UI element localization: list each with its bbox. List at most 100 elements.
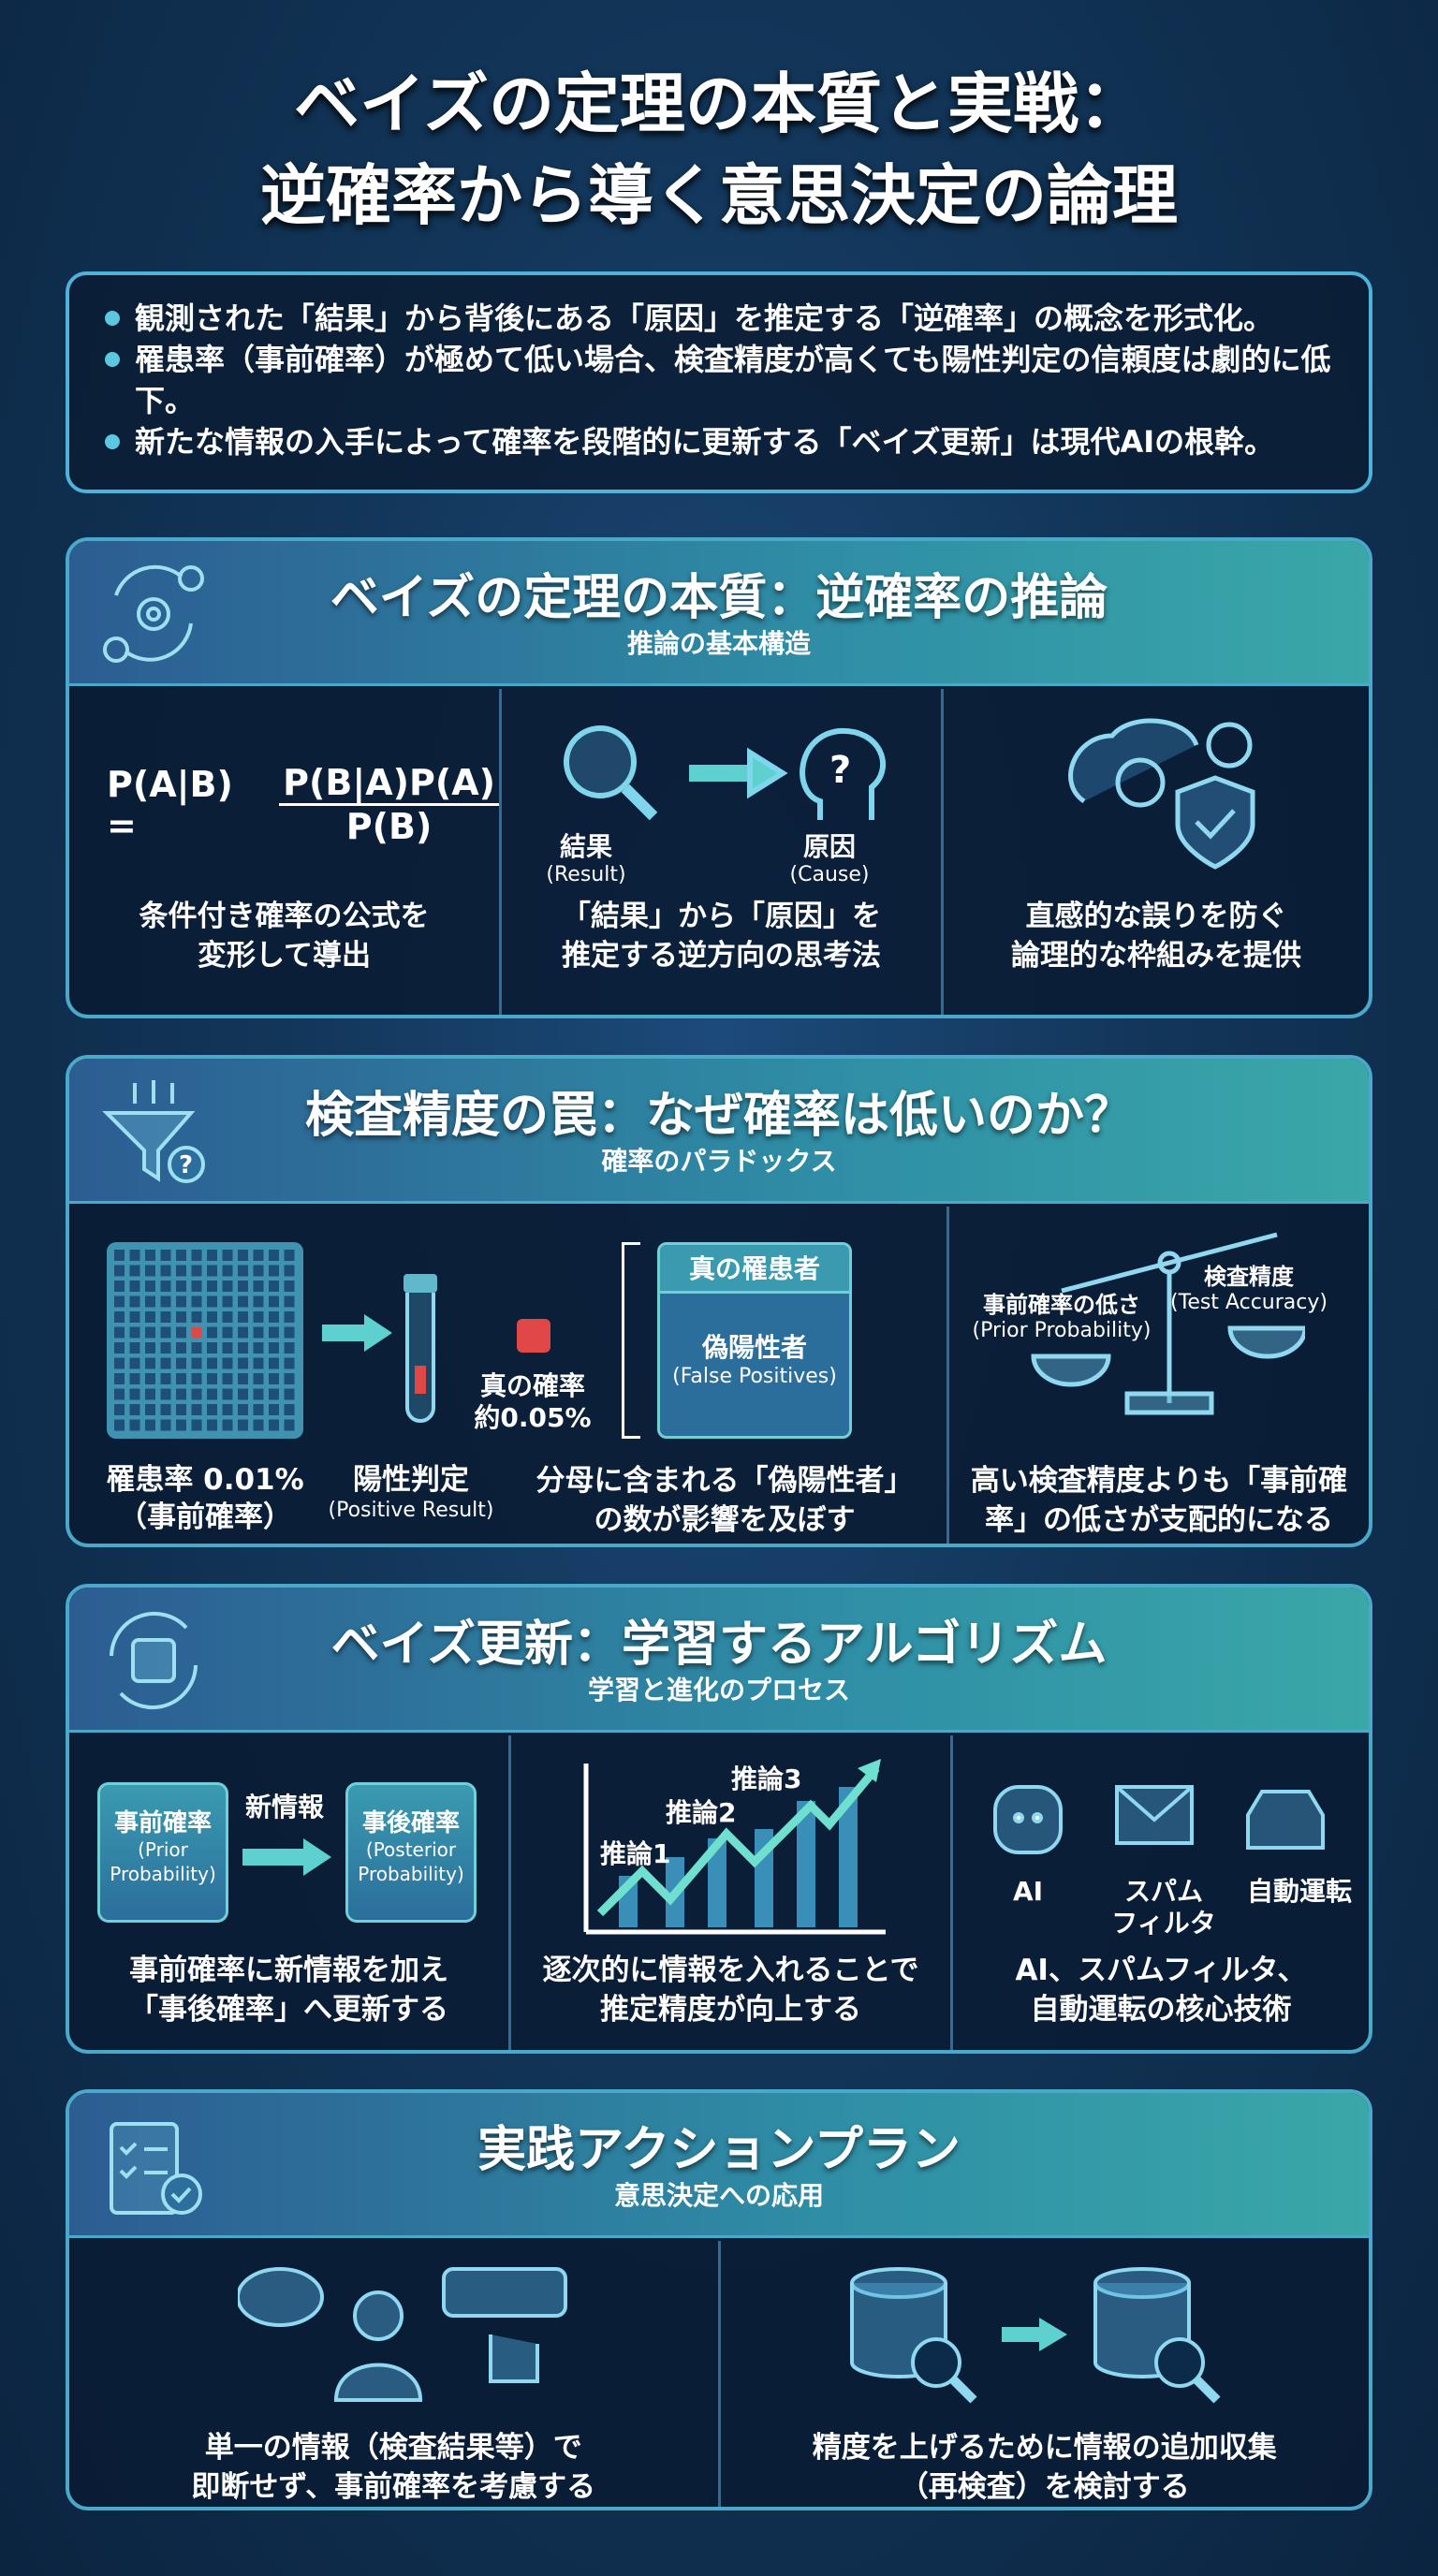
population-cell: [191, 1342, 202, 1354]
gear-cycle-icon: [103, 564, 204, 663]
population-cell: [160, 1311, 171, 1323]
population-cell: [160, 1342, 171, 1354]
population-cell: [160, 1404, 171, 1415]
population-cell: [160, 1388, 171, 1400]
population-cell: [253, 1342, 264, 1354]
population-cell: [114, 1250, 125, 1261]
population-cell: [191, 1281, 202, 1292]
population-cell: [176, 1295, 186, 1308]
population-cell: [253, 1311, 264, 1323]
population-cell: [284, 1419, 295, 1431]
panel-paradox: 真の確率約0.05% 真の罹患者 偽陽性者 (False Positives) …: [69, 1207, 949, 1544]
population-cell: [176, 1404, 186, 1415]
person-scale-button-icon: [238, 2267, 567, 2402]
population-cell: [238, 1404, 248, 1415]
population-cell: [269, 1404, 279, 1415]
population-cell: [207, 1404, 217, 1415]
summary-item: 新たな情報の入手によって確率を段階的に更新する「ベイズ更新」は現代AIの根幹。: [103, 421, 1335, 462]
population-cell: [253, 1265, 264, 1277]
population-cell: [284, 1281, 295, 1292]
population-cell: [207, 1357, 217, 1369]
prior-box: 事前確率(Prior Probability): [97, 1782, 228, 1923]
population-cell: [191, 1357, 202, 1369]
bracket: [622, 1242, 640, 1439]
population-cell: [207, 1342, 217, 1354]
brain-gear-shield-icon: [1068, 718, 1255, 870]
population-cell: [284, 1388, 295, 1400]
population-cell: [207, 1419, 217, 1431]
panel-inverse: ? 結果(Result) 原因(Cause) 「結果」から「原因」を 推定する逆…: [502, 689, 944, 1015]
population-cell: [114, 1326, 125, 1339]
population-cell: [145, 1250, 155, 1261]
population-cell: [176, 1388, 186, 1400]
population-cell: [191, 1295, 202, 1308]
population-cell: [129, 1419, 140, 1431]
population-cell: [129, 1357, 140, 1369]
population-cell: [207, 1311, 217, 1323]
population-cell: [222, 1326, 233, 1339]
bar: [797, 1801, 815, 1927]
population-cell: [222, 1281, 233, 1292]
checklist-icon: [110, 2122, 202, 2215]
population-cell: [176, 1281, 186, 1292]
population-cell: [207, 1326, 217, 1339]
section-action-plan: 実践アクションプラン 意思決定への応用 単一の情報（検査結果等）で 即断せず、事…: [66, 2089, 1372, 2510]
bar: [708, 1838, 726, 1927]
population-cell: [238, 1419, 248, 1431]
population-cell: [269, 1311, 279, 1323]
car-icon: [1246, 1790, 1325, 1850]
population-cell: [160, 1373, 171, 1384]
population-cell: [129, 1404, 140, 1415]
population-cell: [145, 1357, 155, 1369]
population-cell: [191, 1250, 202, 1261]
population-cell: [160, 1326, 171, 1339]
population-cell: [284, 1342, 295, 1354]
population-cell: [114, 1265, 125, 1277]
population-cell: [207, 1373, 217, 1384]
population-cell: [269, 1281, 279, 1292]
population-cell: [253, 1281, 264, 1292]
true-positive-marker: [517, 1319, 550, 1353]
population-cell: [145, 1265, 155, 1277]
population-cell: [160, 1419, 171, 1431]
bar: [839, 1787, 858, 1927]
population-cell: [269, 1342, 279, 1354]
svg-text:?: ?: [179, 1151, 193, 1179]
population-cell: [114, 1357, 125, 1369]
population-cell: [129, 1326, 140, 1339]
population-cell: [191, 1326, 202, 1339]
panel-growth-chart: 推論1 推論2 推論3 逐次的に情報を入れることで 推定精度が向上する: [511, 1735, 953, 2050]
population-cell: [114, 1311, 125, 1323]
population-cell: [176, 1342, 186, 1354]
population-cell: [145, 1311, 155, 1323]
population-cell: [114, 1281, 125, 1292]
population-cell: [176, 1419, 186, 1431]
arrow-right-icon: [322, 1314, 392, 1352]
denominator-box: 真の罹患者 偽陽性者 (False Positives): [657, 1242, 852, 1439]
population-cell: [269, 1388, 279, 1400]
population-cell: [238, 1326, 248, 1339]
robot-icon: [993, 1785, 1063, 1854]
arrow-right-icon: [242, 1838, 331, 1876]
population-cell: [222, 1388, 233, 1400]
population-cell: [145, 1388, 155, 1400]
population-cell: [269, 1373, 279, 1384]
population-cell: [114, 1295, 125, 1308]
population-cell: [191, 1265, 202, 1277]
population-cell: [145, 1281, 155, 1292]
population-cell: [269, 1295, 279, 1308]
population-cell: [253, 1295, 264, 1308]
population-cell: [284, 1295, 295, 1308]
population-cell: [160, 1265, 171, 1277]
page-title: ベイズの定理の本質と実戦： 逆確率から導く意思決定の論理: [260, 66, 1178, 234]
population-cell: [207, 1295, 217, 1308]
population-cell: [145, 1326, 155, 1339]
panel-update-flow: 事前確率(Prior Probability) 新情報 事後確率(Posteri…: [69, 1735, 511, 2050]
population-cell: [238, 1250, 248, 1261]
chip-cycle-icon: [110, 1611, 198, 1710]
population-cell: [129, 1295, 140, 1308]
population-cell: [253, 1250, 264, 1261]
population-cell: [207, 1250, 217, 1261]
population-cell: [269, 1357, 279, 1369]
population-cell: [222, 1419, 233, 1431]
